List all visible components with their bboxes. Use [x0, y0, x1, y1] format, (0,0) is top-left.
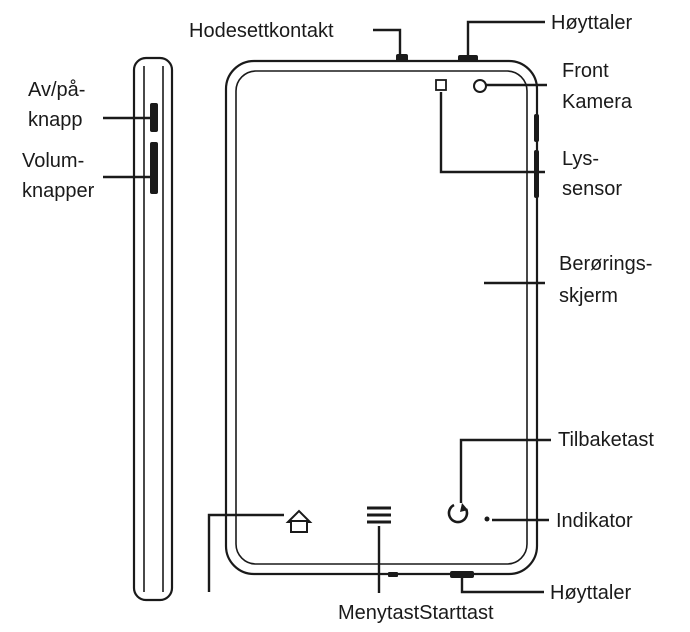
label-speaker-top: Høyttaler [551, 12, 632, 34]
phone-side-view [132, 56, 174, 602]
label-volume-line1: Volum- [22, 150, 84, 172]
back-icon [447, 503, 469, 524]
volume-buttons [150, 142, 158, 194]
label-menu-home-keys: MenytastStarttast [338, 602, 494, 624]
power-button [150, 103, 158, 132]
label-indicator: Indikator [556, 510, 633, 532]
home-icon [285, 509, 313, 533]
menu-icon [367, 506, 391, 524]
label-back-key: Tilbaketast [558, 429, 654, 451]
label-light-sensor-line2: sensor [562, 178, 622, 200]
label-front-camera-line1: Front [562, 60, 609, 82]
leader-lines [103, 20, 551, 594]
light-sensor [435, 79, 447, 91]
label-volume-line2: knapper [22, 180, 95, 202]
label-headset-jack: Hodesettkontakt [189, 20, 334, 42]
label-light-sensor-line1: Lys- [562, 148, 599, 170]
label-front-camera-line2: Kamera [562, 91, 633, 113]
label-touchscreen-line2: skjerm [559, 285, 618, 307]
front-camera [473, 79, 487, 93]
label-power-line2: knapp [28, 109, 83, 131]
label-touchscreen-line1: Berørings- [559, 253, 652, 275]
labels: Hodesettkontakt Høyttaler Front Kamera A… [22, 12, 654, 624]
label-speaker-bottom: Høyttaler [550, 582, 631, 604]
phone-front-view [224, 54, 539, 578]
indicator-light [484, 516, 490, 522]
bottom-speaker [450, 571, 474, 578]
label-power-line1: Av/på- [28, 79, 85, 101]
